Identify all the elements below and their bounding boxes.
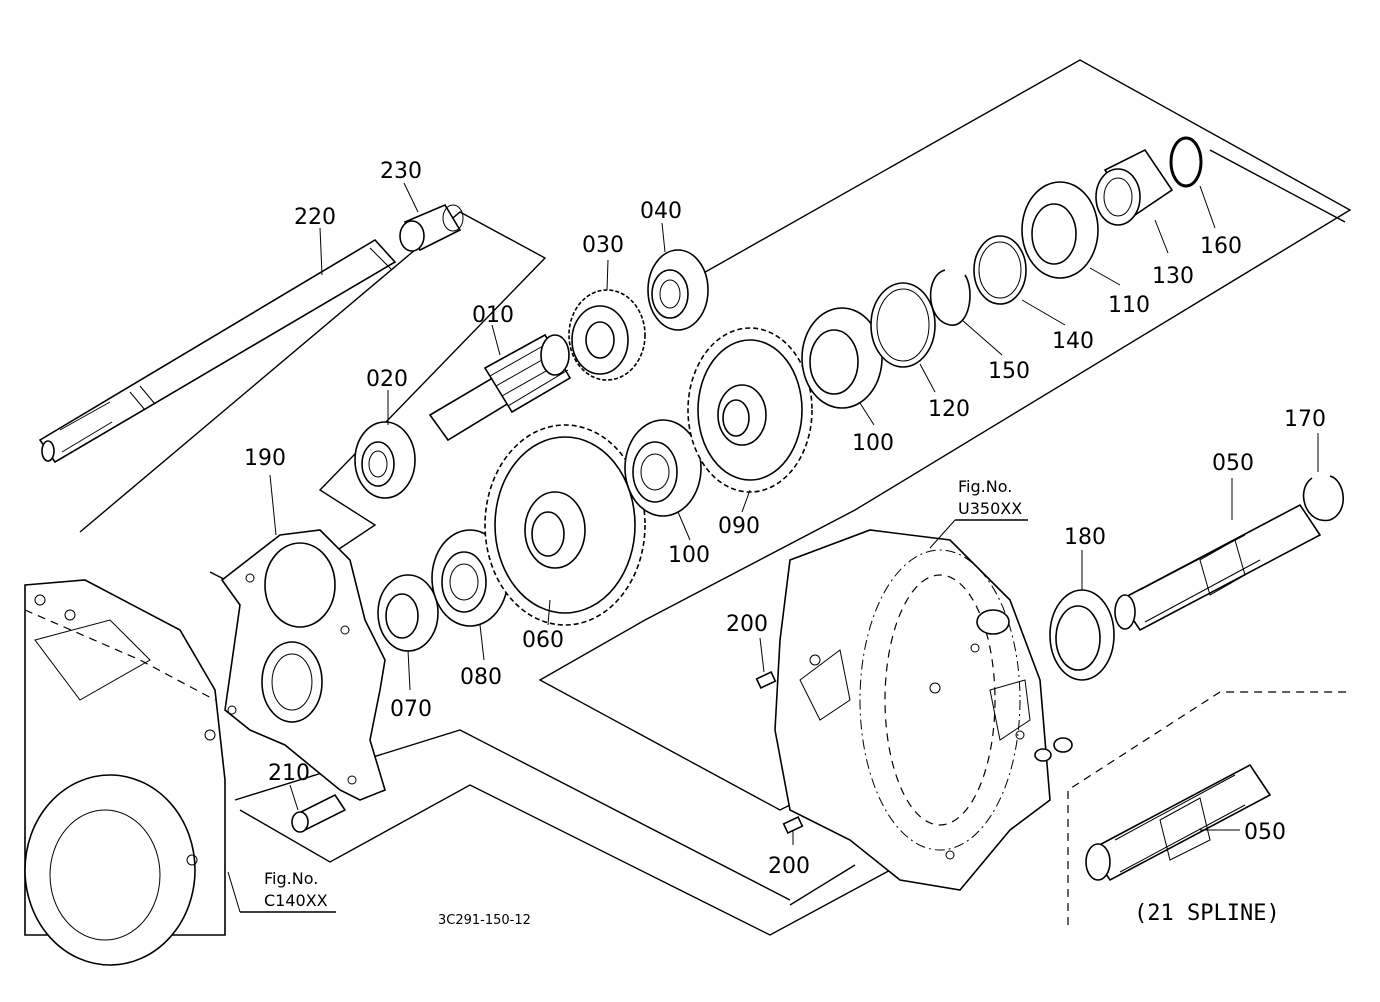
snap-ring-150 xyxy=(929,269,971,326)
gear-060 xyxy=(484,424,646,626)
label-070: 070 xyxy=(390,697,432,722)
label-100-right: 100 xyxy=(852,431,894,456)
bearing-070 xyxy=(377,574,439,652)
label-190: 190 xyxy=(244,446,286,471)
drawing-number: 3C291-150-12 xyxy=(438,913,531,928)
label-010: 010 xyxy=(472,303,514,328)
spline-note: (21 SPLINE) xyxy=(1134,901,1280,926)
label-050-main: 050 xyxy=(1212,451,1254,476)
housing-u350xx xyxy=(774,529,1051,891)
bearing-020 xyxy=(354,421,416,499)
fig-c140-line1: Fig.No. xyxy=(264,869,318,888)
fig-u350-line1: Fig.No. xyxy=(958,477,1012,496)
assembly-outline-lower xyxy=(234,729,1021,936)
label-140: 140 xyxy=(1052,329,1094,354)
leader-lines xyxy=(269,182,1319,845)
pin-200-upper xyxy=(755,671,777,689)
gear-090 xyxy=(687,327,813,493)
label-020: 020 xyxy=(366,367,408,392)
plate-190 xyxy=(220,529,386,801)
fig-c140-line2: C140XX xyxy=(264,891,328,910)
label-230: 230 xyxy=(380,159,422,184)
bearing-040 xyxy=(647,249,709,331)
snap-ring-170 xyxy=(1302,475,1344,522)
ring-140 xyxy=(973,235,1027,305)
bearing-100-right xyxy=(801,307,883,409)
label-040: 040 xyxy=(640,199,682,224)
spline-inset xyxy=(1067,691,1350,925)
label-120: 120 xyxy=(928,397,970,422)
needle-bearing-230 xyxy=(399,203,464,252)
fig-u350-reference: Fig.No. U350XX xyxy=(929,477,1028,549)
label-210: 210 xyxy=(268,761,310,786)
label-100-left: 100 xyxy=(668,543,710,568)
label-170: 170 xyxy=(1284,407,1326,432)
fig-u350-line2: U350XX xyxy=(958,499,1022,518)
label-180: 180 xyxy=(1064,525,1106,550)
label-220: 220 xyxy=(294,205,336,230)
label-200-upper: 200 xyxy=(726,612,768,637)
pin-200-lower xyxy=(782,816,804,834)
label-160: 160 xyxy=(1200,234,1242,259)
label-050-inset: 050 xyxy=(1244,820,1286,845)
label-060: 060 xyxy=(522,628,564,653)
label-130: 130 xyxy=(1152,264,1194,289)
shaft-220 xyxy=(38,238,397,464)
bearing-100-left xyxy=(624,419,702,517)
shaft-050 xyxy=(1114,503,1322,632)
label-200-lower: 200 xyxy=(768,854,810,879)
label-090: 090 xyxy=(718,514,760,539)
label-150: 150 xyxy=(988,359,1030,384)
label-110: 110 xyxy=(1108,293,1150,318)
seal-180 xyxy=(1049,589,1115,681)
o-ring-160 xyxy=(1169,136,1203,188)
gear-030 xyxy=(568,289,646,381)
gear-shaft-010 xyxy=(428,333,572,442)
nut-washer xyxy=(1034,737,1073,762)
label-030: 030 xyxy=(582,233,624,258)
part-labels: 220 230 010 020 030 040 190 060 070 080 … xyxy=(244,159,1326,879)
bearing-110 xyxy=(1021,181,1099,279)
ring-120 xyxy=(870,282,936,368)
housing-c140xx xyxy=(24,579,226,966)
stud-bolt xyxy=(789,864,856,906)
fig-c140-reference: Fig.No. C140XX xyxy=(227,869,336,913)
bearing-130 xyxy=(1095,148,1174,226)
label-080: 080 xyxy=(460,665,502,690)
bolt-210 xyxy=(291,793,347,833)
